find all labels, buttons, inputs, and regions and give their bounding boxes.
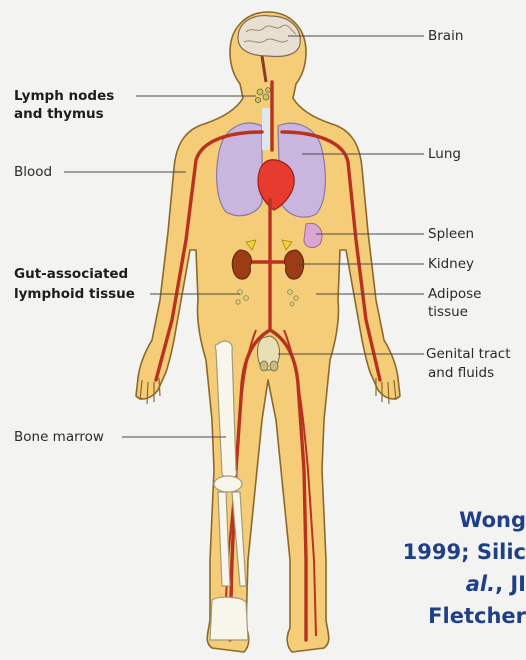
label-lymph-nodes-line1: Lymph nodes (14, 88, 114, 104)
label-kidney: Kidney (428, 256, 474, 272)
label-gut-line2: lymphoid tissue (14, 286, 135, 302)
citation-line4: Fletcher (428, 604, 526, 628)
citation-journal: , JI (495, 572, 526, 596)
label-genital-line2: and fluids (428, 365, 494, 381)
spleen (304, 223, 322, 247)
citation-line2: 1999; Silic (403, 540, 526, 564)
citation-line1: Wong (459, 508, 526, 532)
label-bone-marrow: Bone marrow (14, 429, 104, 445)
label-spleen: Spleen (428, 226, 474, 242)
label-gut-line1: Gut-associated (14, 266, 128, 282)
label-adipose-line2: tissue (428, 304, 468, 320)
label-lymph-nodes-line2: and thymus (14, 106, 104, 122)
citation-line3: al., JI (466, 572, 526, 596)
label-blood: Blood (14, 164, 52, 180)
label-adipose-line1: Adipose (428, 286, 482, 302)
genital-organs (258, 336, 280, 371)
label-brain: Brain (428, 28, 463, 44)
label-lung: Lung (428, 146, 461, 162)
citation-al: al. (466, 572, 495, 596)
label-genital-line1: Genital tract (426, 346, 511, 362)
